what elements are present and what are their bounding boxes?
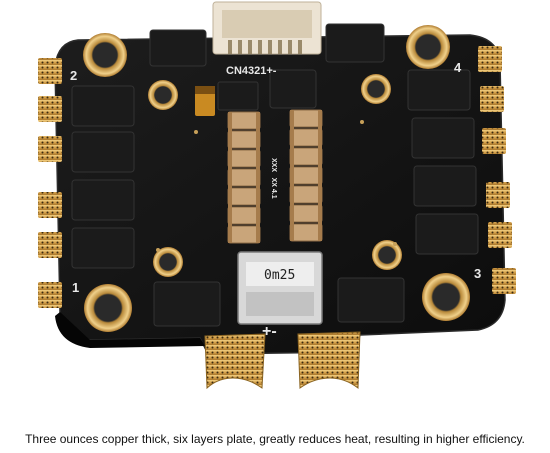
mount-hole-inner-1 (148, 80, 178, 110)
mount-hole-top-left (83, 33, 127, 77)
polarity-silkscreen: +- (262, 323, 277, 340)
top-connector (212, 1, 322, 55)
corner-label-4: 4 (454, 60, 462, 75)
mount-hole-inner-4 (372, 240, 402, 270)
corner-label-2: 2 (70, 68, 77, 83)
connector-silkscreen: CN4321+- (226, 65, 277, 77)
right-solder-pads (478, 46, 516, 294)
mount-hole-bottom-right (422, 273, 470, 321)
mount-hole-inner-2 (361, 74, 391, 104)
mosfets (71, 23, 479, 327)
mount-hole-bottom-left (84, 284, 132, 332)
mount-hole-top-right (406, 25, 450, 69)
corner-label-1: 1 (72, 280, 79, 295)
power-pad-negative (297, 331, 361, 389)
corner-label-3: 3 (474, 266, 481, 281)
power-pad-positive (204, 333, 266, 390)
mount-hole-inner-3 (153, 247, 183, 277)
product-caption: Three ounces copper thick, six layers pl… (25, 432, 525, 446)
shunt-marking: 0m25 (264, 268, 295, 283)
chip-marking: XXXXX 4.1 (270, 158, 277, 199)
esc-board-photo: CN4321+- 2 4 1 3 0m25 +- XXXXX 4.1 (38, 1, 516, 390)
left-solder-pads (38, 58, 62, 308)
